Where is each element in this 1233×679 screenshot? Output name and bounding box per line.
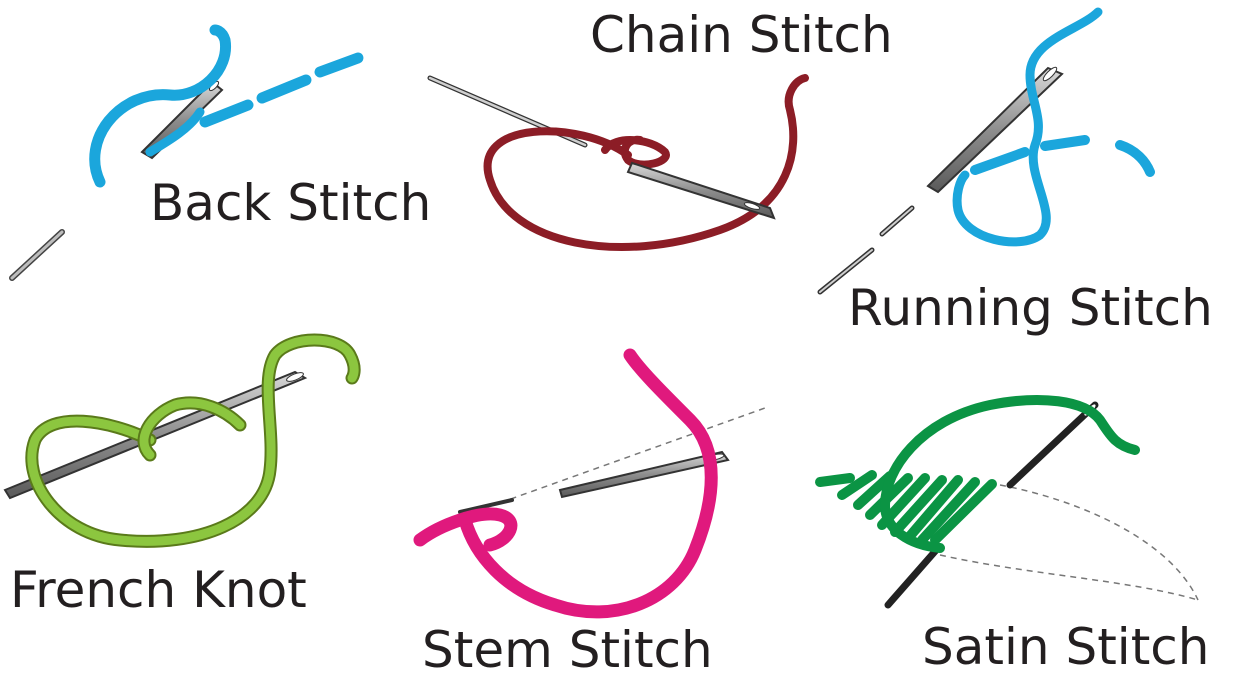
running-stitch-thread [957,12,1098,242]
stem-stitch-label: Stem Stitch [422,625,713,675]
needle-icon [5,371,305,498]
chain-stitch-illustration [430,78,805,247]
satin-stitch-label: Satin Stitch [922,622,1209,672]
french-knot-illustration [5,340,354,541]
needle-icon [628,163,774,218]
chain-stitch-label: Chain Stitch [590,10,893,60]
satin-fill-stitches [820,475,992,540]
needle-icon [460,452,728,512]
back-stitch-label: Back Stitch [150,178,431,228]
needle-icon [12,232,62,278]
back-stitch-illustration [12,30,358,278]
running-stitch-label: Running Stitch [848,283,1213,333]
back-stitch-dashes [205,58,358,122]
satin-stitch-illustration [820,400,1198,605]
stem-stitch-illustration [420,355,765,612]
french-knot-label: French Knot [10,565,307,615]
french-knot-thread [32,340,354,541]
